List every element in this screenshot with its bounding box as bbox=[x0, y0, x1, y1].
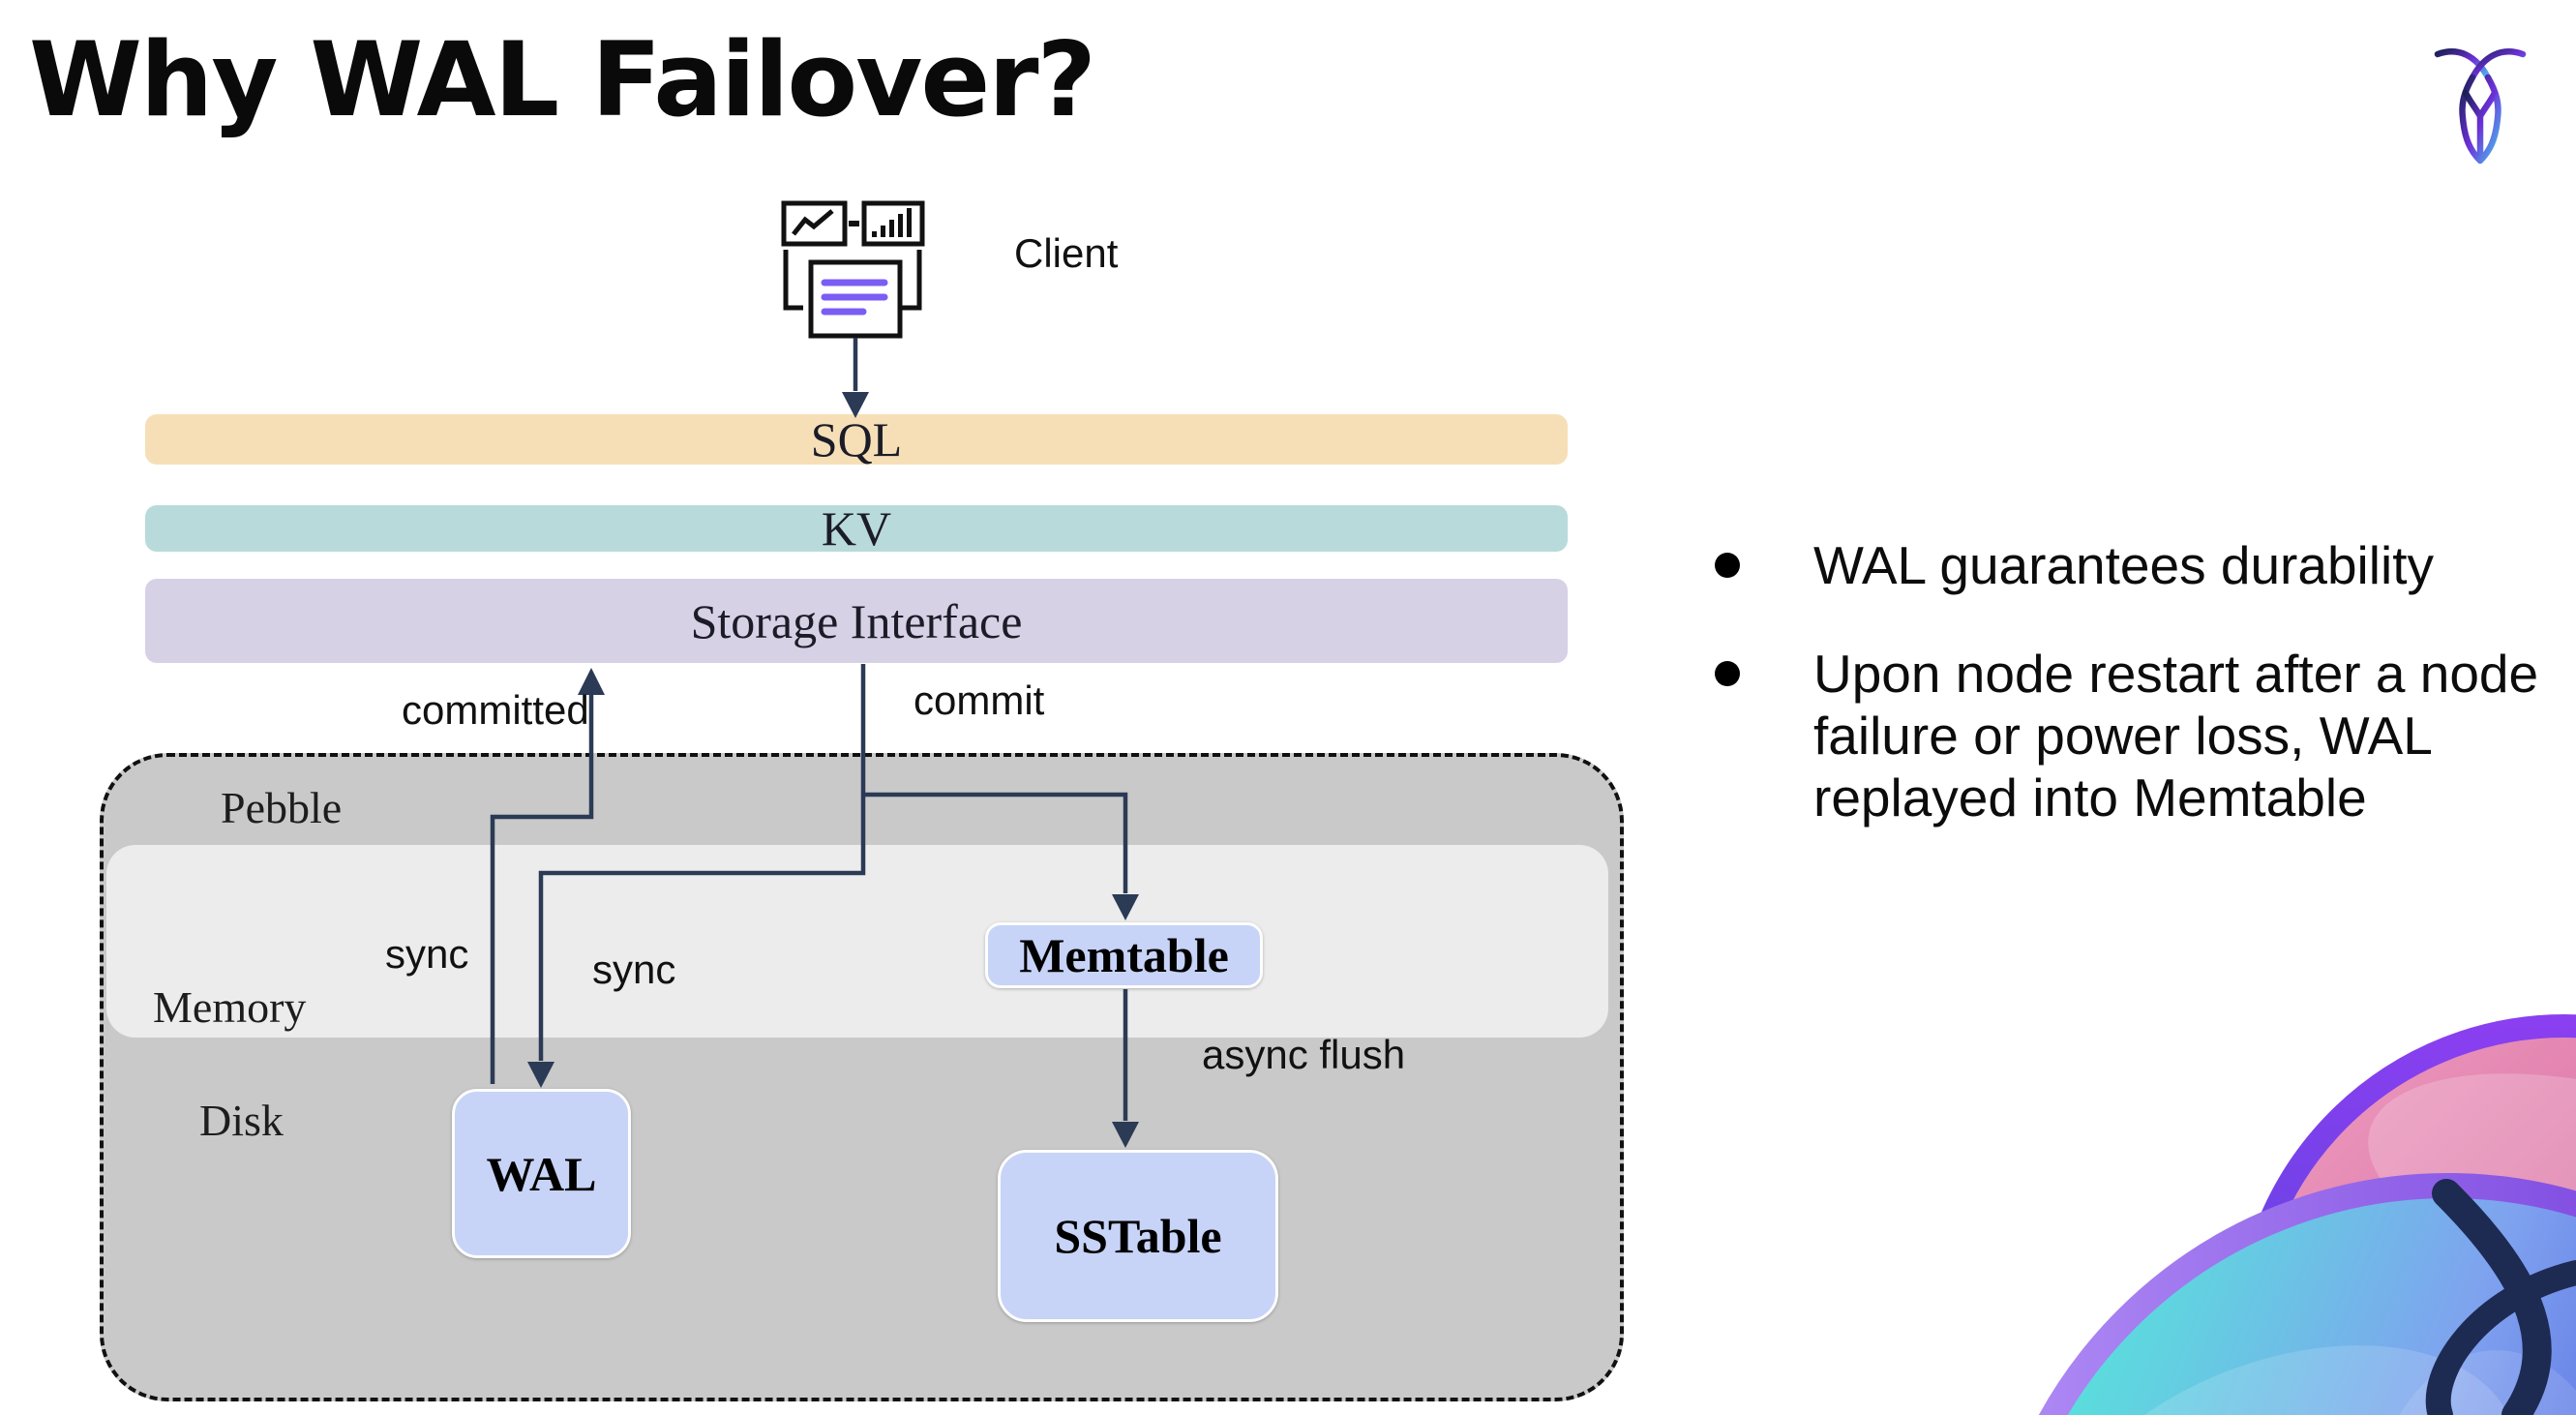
bullet-dot bbox=[1715, 661, 1740, 686]
bracket-left bbox=[783, 250, 803, 311]
client-label: Client bbox=[1014, 230, 1119, 276]
decorative-spheres-graphic bbox=[2039, 1014, 2576, 1415]
memory-label: Memory bbox=[153, 982, 307, 1032]
edge-label-committed: committed bbox=[402, 687, 589, 733]
memory-band bbox=[106, 845, 1608, 1038]
bullet-dot bbox=[1715, 553, 1740, 578]
sstable-node: SSTable bbox=[998, 1150, 1278, 1322]
sstable-label: SSTable bbox=[1054, 1209, 1222, 1263]
edge-label-sync-right: sync bbox=[592, 947, 676, 992]
memtable-label: Memtable bbox=[1019, 928, 1229, 982]
layer-sql-label: SQL bbox=[810, 412, 903, 467]
bullet-item: Upon node restart after a node failure o… bbox=[1715, 643, 2547, 828]
wal-label: WAL bbox=[486, 1146, 597, 1201]
wal-node: WAL bbox=[452, 1089, 631, 1258]
bullet-text: Upon node restart after a node failure o… bbox=[1813, 644, 2539, 828]
bullet-list: WAL guarantees durability Upon node rest… bbox=[1715, 534, 2547, 875]
bullet-item: WAL guarantees durability bbox=[1715, 534, 2547, 596]
edge-label-async-flush: async flush bbox=[1202, 1032, 1406, 1077]
memtable-node: Memtable bbox=[985, 922, 1263, 988]
disk-label: Disk bbox=[199, 1096, 284, 1145]
edge-label-sync-left: sync bbox=[385, 931, 469, 977]
layer-kv-label: KV bbox=[821, 501, 892, 556]
cockroachdb-logo-icon bbox=[2434, 48, 2527, 165]
layer-sql: SQL bbox=[145, 412, 1568, 467]
bullet-text: WAL guarantees durability bbox=[1813, 535, 2434, 595]
layer-kv: KV bbox=[145, 501, 1568, 556]
layer-storage-label: Storage Interface bbox=[690, 593, 1023, 648]
line-chart-icon bbox=[781, 200, 848, 247]
layer-storage-interface: Storage Interface bbox=[145, 579, 1568, 663]
client-icon bbox=[781, 200, 925, 339]
pebble-label: Pebble bbox=[221, 783, 343, 832]
edge-label-commit: commit bbox=[914, 677, 1045, 723]
slide-title: Why WAL Failover? bbox=[29, 20, 1096, 139]
bracket-right bbox=[902, 250, 922, 311]
